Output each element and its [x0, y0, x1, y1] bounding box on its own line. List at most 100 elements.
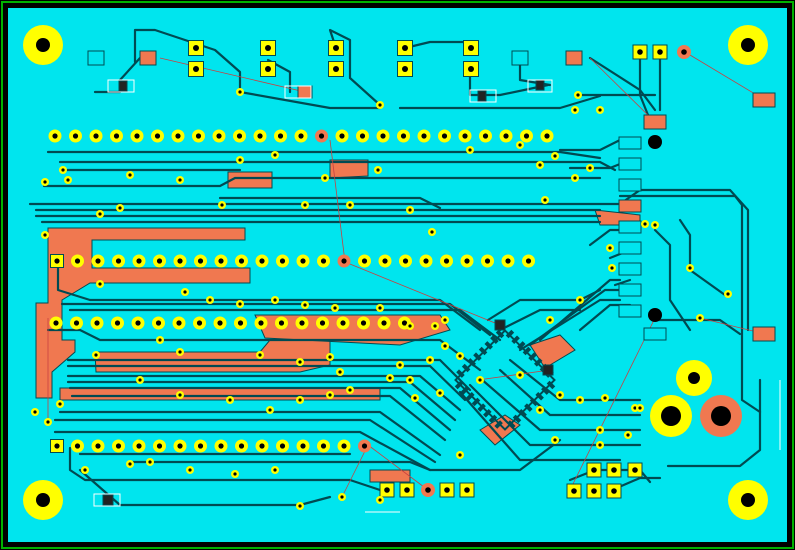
via-hole: [588, 166, 592, 170]
pad-hole: [95, 443, 101, 449]
trace: [66, 358, 472, 392]
through-hole-pad-icon: [194, 439, 207, 453]
ratsnest-line: [341, 444, 369, 498]
square-pad-icon: [586, 483, 602, 499]
via-hole: [46, 420, 50, 424]
via-icon: [236, 156, 244, 164]
through-hole-pad-icon: [212, 129, 226, 143]
pad-hole: [257, 133, 263, 139]
through-hole-pad-icon: [111, 316, 124, 330]
trace: [68, 446, 382, 492]
via-hole: [208, 298, 212, 302]
pad-hole: [177, 258, 183, 264]
pad-hole: [195, 133, 202, 139]
via-hole: [43, 233, 47, 237]
ic-pin: [456, 369, 465, 378]
pad-hole: [54, 258, 60, 264]
ic-pin: [505, 329, 515, 339]
smd-pad-icon: [542, 364, 554, 376]
via-hole: [428, 358, 432, 362]
smd-pad-icon: [139, 50, 157, 66]
smd-pad-icon: [511, 50, 529, 66]
via-icon: [441, 342, 449, 350]
smd-pad-icon: [618, 304, 642, 318]
via-hole: [598, 428, 602, 432]
pad-hole: [54, 443, 60, 449]
ic-outline: [454, 329, 556, 431]
via-icon: [571, 174, 579, 182]
via-icon: [256, 351, 264, 359]
via-hole: [598, 443, 602, 447]
smd-pad-icon: [535, 79, 545, 91]
via-icon: [296, 396, 304, 404]
via-hole: [98, 282, 102, 286]
square-pad-icon: [463, 61, 479, 77]
pad-hole: [136, 258, 142, 264]
mounting-hole-icon: [728, 480, 768, 520]
ic-pin: [461, 363, 471, 373]
trace: [218, 196, 442, 210]
via-hole: [558, 393, 562, 397]
silkscreen-outline: [107, 79, 135, 93]
via-hole: [468, 148, 472, 152]
via-icon: [406, 376, 414, 384]
through-hole-pad-icon: [110, 129, 123, 143]
trace: [46, 150, 602, 160]
via-icon: [576, 396, 584, 404]
smd-pad-icon: [297, 85, 313, 99]
via-hole: [553, 438, 557, 442]
polarity-dot: [648, 308, 662, 322]
ic-pin: [528, 352, 537, 361]
ic-pin: [478, 346, 488, 356]
via-hole: [333, 306, 337, 310]
trace: [486, 288, 602, 322]
via-icon: [338, 493, 346, 501]
pad-hole: [468, 45, 474, 51]
via-icon: [331, 304, 339, 312]
via-icon: [44, 418, 52, 426]
pad-hole: [544, 133, 550, 139]
pad-hole: [114, 320, 121, 326]
smd-pad-icon: [618, 283, 642, 297]
through-hole-pad-icon: [317, 254, 330, 268]
silkscreen-outline: [93, 493, 121, 507]
pad-hole: [401, 320, 408, 326]
via-hole: [603, 396, 607, 400]
via-icon: [96, 280, 104, 288]
through-hole-pad-icon: [194, 254, 207, 268]
through-hole-pad-icon: [337, 254, 351, 268]
pad-hole: [611, 488, 617, 494]
ic-pin: [488, 414, 498, 424]
trace: [478, 376, 642, 432]
through-hole-pad-icon: [357, 316, 370, 330]
trace: [53, 418, 437, 464]
trace: [53, 430, 432, 472]
pad-hole: [319, 320, 326, 326]
via-icon: [606, 244, 614, 252]
via-hole: [698, 316, 702, 320]
via-icon: [146, 458, 154, 466]
via-icon: [516, 371, 524, 379]
pad-hole: [591, 467, 597, 473]
via-hole: [518, 143, 522, 147]
via-icon: [186, 466, 194, 474]
through-hole-pad-icon: [399, 254, 412, 268]
via-hole: [33, 410, 37, 414]
ic-pin: [517, 341, 526, 350]
smd-pad-icon: [618, 199, 642, 213]
copper-pour-left: [35, 227, 251, 399]
via-icon: [686, 264, 694, 272]
through-hole-pad-icon: [153, 254, 166, 268]
via-icon: [376, 496, 384, 504]
via-hole: [538, 163, 542, 167]
via-icon: [476, 376, 484, 384]
via-icon: [301, 301, 309, 309]
through-hole-pad-icon: [677, 45, 691, 59]
via-icon: [206, 296, 214, 304]
via-icon: [326, 353, 334, 361]
via-icon: [231, 470, 239, 478]
via-icon: [296, 502, 304, 510]
ic-pin: [490, 335, 499, 344]
via-hole: [443, 318, 447, 322]
via-hole: [608, 246, 612, 250]
